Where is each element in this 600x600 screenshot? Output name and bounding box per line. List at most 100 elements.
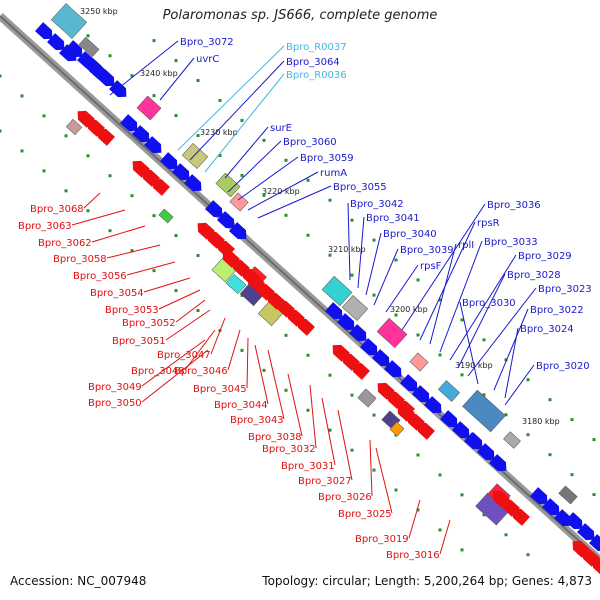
page-title: Polaromonas sp. JS666, complete genome [162,8,438,23]
kbp-tick-label: 3180 kbp [522,417,560,426]
gene-block [341,295,369,321]
leader-line [257,185,332,219]
kbp-tick-label: 3220 kbp [262,187,300,196]
gene-label-forward: rplI [458,240,474,251]
track-dot [130,194,134,198]
gene-block [409,352,429,372]
track-dot [174,289,178,293]
forward-gene-arrow [97,69,115,87]
track-dot [240,118,244,122]
track-dot [460,493,464,497]
leader-line [177,45,285,151]
track-dot [372,293,376,297]
track-dot [86,34,90,38]
gene-label-reverse: Bpro_3052 [122,318,176,329]
leader-line [109,40,179,96]
forward-gene-arrow [465,432,483,450]
gene-label-reverse: Bpro_3051 [112,336,166,347]
gene-block [503,431,521,449]
gene-label-forward: Bpro_3020 [536,361,590,372]
gene-label-reverse: Bpro_3044 [214,400,268,411]
gene-block [321,275,353,307]
gene-label-forward: Bpro_R0036 [286,70,347,81]
gene-label-forward: uvrC [196,54,219,65]
leader-line [83,192,101,209]
leader-line [126,261,176,276]
gene-label-forward: Bpro_3041 [366,213,420,224]
leader-line [493,308,529,391]
track-dot [306,178,310,182]
leader-line [357,216,365,289]
track-dot [108,54,112,58]
forward-gene-arrow [337,313,355,331]
leader-line [227,329,241,371]
gene-label-reverse: Bpro_3056 [73,271,127,282]
gene-label-reverse: Bpro_3019 [355,534,409,545]
forward-gene-arrow [325,302,343,320]
track-dot [438,528,442,532]
kbp-tick-label: 3250 kbp [80,7,118,16]
gene-label-forward: Bpro_3030 [462,298,516,309]
genes-label: Genes: [511,574,554,588]
track-dot [218,153,222,157]
length-value: 5,200,264 bp [423,574,504,588]
leader-line [504,364,535,406]
gene-label-reverse: Bpro_3054 [90,288,144,299]
track-dot [0,129,2,133]
track-dot [328,428,332,432]
gene-block [376,317,408,349]
leader-line [419,221,476,341]
gene-label-forward: Bpro_3039 [400,245,454,256]
track-dot [372,413,376,417]
gene-block [229,192,249,212]
gene-label-reverse: Bpro_3032 [262,444,316,455]
track-dot [306,353,310,357]
leader-line [237,156,299,201]
gene-label-reverse: Bpro_3043 [230,415,284,426]
leader-line [159,57,195,101]
track-dot [460,373,464,377]
leader-line [504,327,519,399]
gene-label-reverse: Bpro_3053 [105,305,159,316]
leader-line [224,126,269,179]
gene-label-forward: Bpro_3036 [487,200,541,211]
kbp-tick-label: 3200 kbp [390,305,428,314]
gene-label-forward: Bpro_3028 [507,270,561,281]
track-dot [526,553,530,557]
gene-block [78,36,100,58]
track-dot [350,218,354,222]
track-dot [86,154,90,158]
kbp-tick-label: 3210 kbp [328,245,366,254]
track-dot [262,368,266,372]
leader-line [189,60,285,161]
gene-label-reverse: Bpro_3062 [38,238,92,249]
gene-label-reverse: Bpro_3063 [18,221,72,232]
gene-label-forward: rumA [320,168,347,179]
reverse-gene-arrow [417,422,435,440]
gene-block [437,380,461,402]
forward-gene-arrow [132,125,150,143]
leader-line [210,317,226,355]
gene-label-reverse: Bpro_3025 [338,509,392,520]
leader-line [165,309,211,341]
track-dot [262,138,266,142]
track-dot [416,508,420,512]
leader-line [309,384,317,449]
track-dot [350,273,354,277]
forward-gene-arrow [589,534,600,552]
leader-line [246,337,249,389]
gene-label-forward: rpsR [477,218,500,229]
leader-line [254,344,269,405]
track-dot [86,209,90,213]
leader-line [408,499,421,539]
forward-gene-arrow [530,487,548,505]
leader-line [459,301,479,385]
track-dot [174,234,178,238]
track-dot [394,313,398,317]
track-dot [416,278,420,282]
forward-gene-arrow [160,152,178,170]
leader-line [267,349,285,420]
leader-line [204,73,285,173]
track-dot [152,94,156,98]
leader-line [429,243,457,345]
